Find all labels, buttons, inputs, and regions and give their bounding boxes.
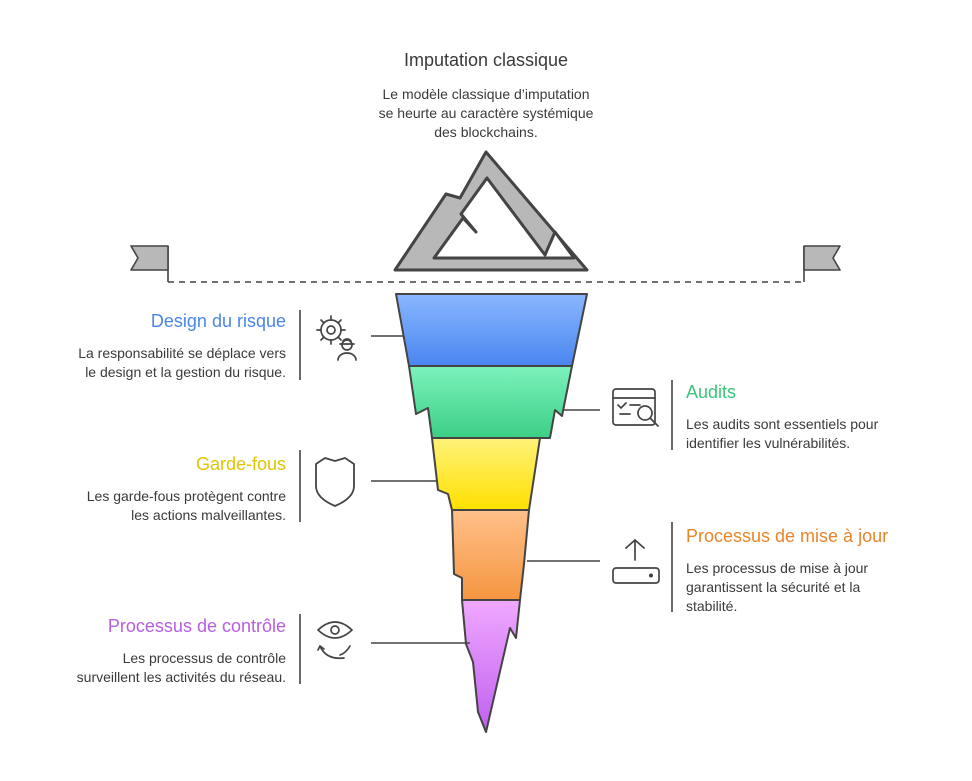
audits-description: Les audits sont essentiels pour identifi… <box>686 415 946 453</box>
design-description-line: le design et la gestion du risque. <box>85 364 286 380</box>
gardefous-description: Les garde-fous protègent contre les acti… <box>30 487 286 525</box>
gardefous-title: Garde-fous <box>195 454 286 474</box>
controle-description: Les processus de contrôle surveillent le… <box>30 649 286 687</box>
design-description-line: La responsabilité se déplace vers <box>78 345 286 361</box>
maj-description-line: garantissent la sécurité et la <box>686 579 861 595</box>
gardefous-description-line: les actions malveillantes. <box>131 507 286 523</box>
layer-maj <box>451 509 530 601</box>
layer-audits <box>408 365 573 439</box>
audits-description-line: Les audits sont essentiels pour <box>686 416 879 432</box>
maj-description: Les processus de mise à jour garantissen… <box>686 559 956 616</box>
flag-right <box>803 245 841 271</box>
maj-description-line: stabilité. <box>686 598 738 614</box>
eye-cycle-icon <box>317 621 353 660</box>
gardefous-description-line: Les garde-fous protègent contre <box>86 488 286 504</box>
maj-title: Processus de mise à jour <box>686 526 889 546</box>
design-description: La responsabilité se déplace vers le des… <box>30 344 286 382</box>
design-title: Design du risque <box>150 311 286 331</box>
audits-title: Audits <box>686 382 737 402</box>
top-title: Imputation classique <box>403 50 569 70</box>
design-block: Design du risque La responsabilité se dé… <box>30 310 286 382</box>
maj-description-line: Les processus de mise à jour <box>686 560 869 576</box>
iceberg-tip <box>393 150 589 272</box>
layer-design <box>395 293 588 367</box>
search-document-icon <box>612 388 659 427</box>
gardefous-block: Garde-fous Les garde-fous protègent cont… <box>30 453 286 525</box>
controle-description-line: Les processus de contrôle <box>122 650 286 666</box>
flag-left <box>130 245 169 271</box>
gear-person-icon <box>316 315 357 361</box>
shield-icon <box>315 457 355 507</box>
layer-gardefous <box>431 437 541 511</box>
top-description-line: se heurte au caractère systémique <box>378 105 594 121</box>
controle-title: Processus de contrôle <box>107 616 286 636</box>
top-description-line: Le modèle classique d’imputation <box>382 86 590 102</box>
audits-description-line: identifier les vulnérabilités. <box>686 435 851 451</box>
maj-block: Processus de mise à jour Les processus d… <box>686 525 956 616</box>
audits-block: Audits Les audits sont essentiels pour i… <box>686 381 946 453</box>
controle-block: Processus de contrôle Les processus de c… <box>30 615 286 687</box>
top-description-line: des blockchains. <box>434 124 538 140</box>
controle-description-line: surveillent les activités du réseau. <box>76 669 286 685</box>
top-description: Le modèle classique d’imputation se heur… <box>336 85 636 142</box>
layer-controle <box>461 599 521 733</box>
upload-icon <box>612 539 660 584</box>
